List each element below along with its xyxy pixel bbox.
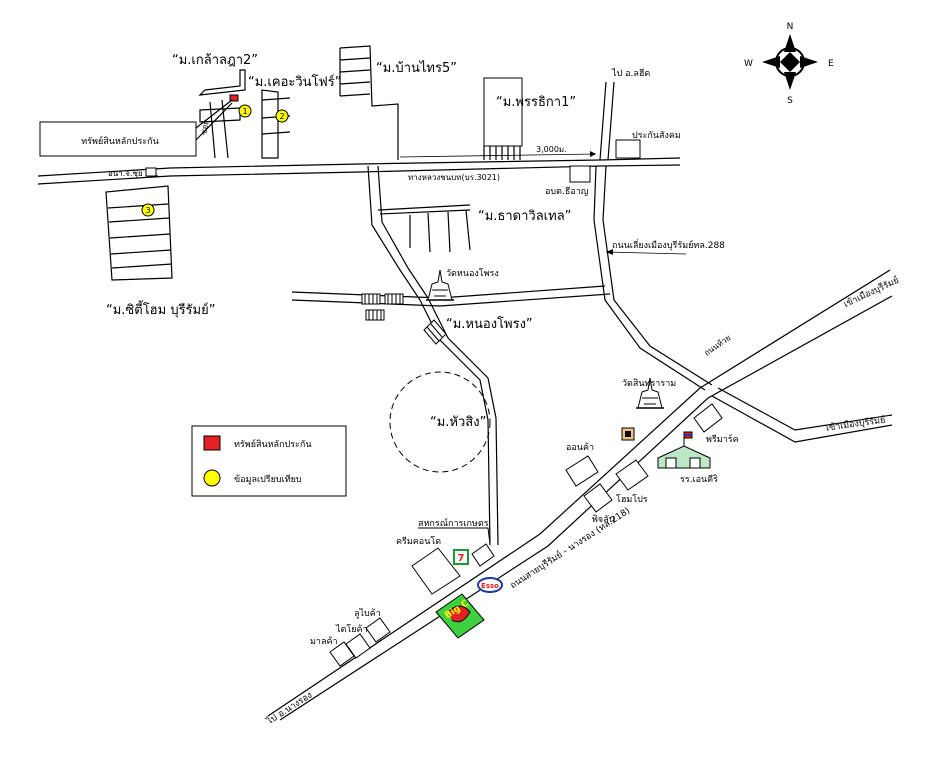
building-lupkha (365, 617, 391, 643)
label-school: รร.เอนคีริ (680, 474, 718, 485)
village-phonrika1 (483, 77, 523, 160)
main-road-right (279, 295, 893, 721)
village-kherawinfair: 2 (261, 89, 291, 159)
compass-w: W (744, 59, 753, 69)
label-krim-con: ครีมคอนโด (396, 536, 441, 547)
road-buriram-lower-a (711, 395, 893, 443)
label-highway-3021: ทางหลวงชนบท(บร.3021) (408, 173, 500, 182)
compare-marker-1 (238, 104, 252, 118)
label-thara: “ม.ธาดาวิลเทล” (478, 209, 571, 224)
label-wat-nongphong: วัดหนองโพรง (446, 268, 499, 279)
label-homepro: โฮมโปร (616, 494, 648, 505)
marker-1-label: 1 (242, 107, 247, 116)
distance-arrow (399, 153, 597, 158)
compass-rose-icon (762, 34, 818, 90)
label-to-nangrong: ไป อ.นางรอง (264, 690, 314, 728)
legend-asset-label: ทรัพย์สินหลักประกัน (234, 438, 312, 450)
compare-marker-2 (275, 109, 289, 123)
label-to-buriram-mid: เข้าเมืองบุรีรัมย์ (825, 414, 886, 434)
village-banthai5 (339, 45, 399, 160)
marker-3-label: 3 (145, 206, 150, 215)
label-citihome: “ม.ซิตี้โฮม บุรีรัมย์” (106, 300, 215, 318)
crosswalks (361, 293, 447, 345)
label-phonrika1: “ม.พรรธิกา1” (496, 95, 576, 110)
compass-s: S (787, 96, 793, 106)
road-3021-upper (37, 157, 681, 177)
building-obor (569, 165, 591, 183)
village-klaladhu2: 1 ซอย (198, 69, 252, 159)
asset-box (39, 121, 197, 157)
label-huasing: “ม.หัวสิง” (430, 415, 486, 430)
label-main-road: ถนนสายบุรีรัมย์ - นางรอง (ทล.218) (508, 505, 633, 592)
label-ban-bua: ถนนห้วย (702, 333, 732, 358)
building-homepro (615, 459, 649, 491)
road-3021-lower (37, 164, 681, 185)
label-taipaika: ไตโยค้า (335, 624, 368, 635)
legend: ทรัพย์สินหลักประกัน ข้อมูลเปรียบเทียบ (191, 425, 347, 497)
label-agri-coop: สหกรณ์การเกษตร (418, 517, 489, 529)
label-to-buriram-top: เข้าเมืองบุรีรัมย์ (842, 274, 901, 310)
label-obor: อบต.ธีอาญ (545, 186, 589, 197)
temple-nongphong-icon (426, 269, 454, 301)
legend-asset-swatch (203, 435, 221, 451)
label-om-kha: ออนค้า (566, 442, 594, 453)
asset-pointer (195, 99, 233, 141)
marker-2-label: 2 (279, 112, 284, 121)
label-to-kusuk: ไป อ.ลฮีด (611, 68, 650, 79)
label-bypass: ถนนเลี่ยงเมืองบุรีรัมย์ทล.288 (612, 238, 725, 251)
esso-label: Esso (481, 582, 499, 590)
label-banthai5: “ม.บ้านไทร5” (376, 60, 457, 76)
compare-marker-3 (141, 203, 155, 217)
building-prakan (615, 139, 641, 159)
building-phrimart (693, 403, 723, 433)
label-distance: 3,000ม. (536, 145, 567, 154)
label-lupkha: ลูไบค้า (354, 608, 381, 619)
label-phisan: พิจลัน (592, 514, 615, 525)
village-citihome: 3 (105, 167, 173, 281)
bigc-icon: Big C (435, 593, 485, 639)
thara-street-main (379, 209, 471, 215)
label-klaladhu2: “ม.เกล้าลฎา2” (172, 53, 258, 68)
compass-e: E (828, 59, 834, 69)
thara-streets (377, 204, 471, 253)
label-maleka: มาลค้า (310, 636, 338, 647)
label-prakan: ประกันสังคม (632, 131, 681, 141)
svg-text:ซอย: ซอย (199, 119, 210, 135)
huasing-circle (389, 371, 491, 473)
building-agri-coop (471, 543, 495, 567)
bypass-arrow (605, 251, 687, 255)
building-krim-con (411, 547, 461, 595)
legend-compare-swatch (203, 469, 221, 487)
village-road-b (377, 165, 499, 546)
asset-marker (229, 94, 239, 102)
village-road-a (367, 165, 491, 546)
label-nongphong: “ม.หนองโพรง” (446, 316, 533, 332)
building-om-kha (565, 455, 599, 487)
seven-label: 7 (458, 553, 465, 564)
compass-n: N (787, 22, 794, 32)
road-north-left (593, 81, 706, 391)
building-maleka (329, 641, 355, 667)
asset-box-label: ทรัพย์สินหลักประกัน (81, 135, 159, 147)
main-road-left (267, 269, 891, 717)
esso-icon: Esso (477, 577, 503, 593)
label-kherawinfair: “ม.เคอะวินโฟร์” (248, 74, 341, 90)
temple-sinthararam-icon (636, 377, 664, 409)
label-an-chao: อนา.จ.ชุ่ย (108, 169, 143, 178)
road-buriram-lower-b (717, 387, 893, 431)
cross-road-b (291, 293, 611, 307)
school-icon (657, 431, 711, 469)
road-north-right (602, 81, 713, 386)
label-wat-sinthararam: วัดสินทราราม (622, 378, 676, 389)
building-phisan (583, 483, 613, 513)
label-phrimart: พรีมาร์ค (706, 433, 739, 445)
legend-compare-label: ข้อมูลเปรียบเทียบ (234, 474, 302, 485)
seven-eleven-icon: 7 (453, 549, 469, 565)
